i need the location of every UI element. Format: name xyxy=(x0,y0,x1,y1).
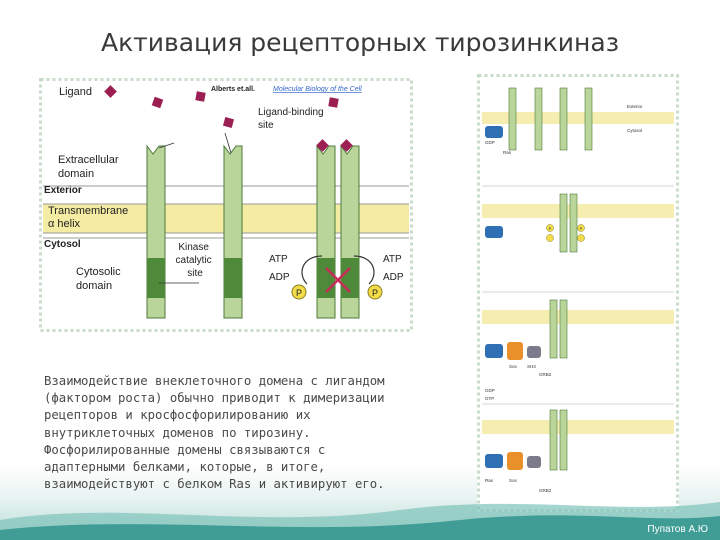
ligand-diamond xyxy=(328,97,338,107)
phosphate-label: P xyxy=(296,288,302,298)
slide-title: Активация рецепторных тирозинкиназ xyxy=(0,28,720,57)
cytosol-label: Cytosol xyxy=(627,128,642,133)
exterior-label: Exterior xyxy=(627,104,643,109)
phosphate-label: P xyxy=(372,288,378,298)
sos-label: Sos xyxy=(509,364,518,369)
cytosol-label: Cytosol xyxy=(44,239,81,250)
gdp-label: GDP xyxy=(485,388,495,393)
atp-label: ATP xyxy=(269,254,288,265)
credit-link[interactable]: Molecular Biology of the Cell xyxy=(273,86,362,93)
author-label: Пупатов А.Ю xyxy=(647,524,708,535)
gtp-label: GTP xyxy=(485,396,494,401)
phosphate-label: P xyxy=(580,226,583,231)
gdp-label: GDP xyxy=(485,140,495,145)
decorative-wave xyxy=(0,480,720,540)
atp-label: ATP xyxy=(383,254,402,265)
ligand-label: Ligand xyxy=(59,86,92,98)
phosphate-label: P xyxy=(549,226,552,231)
receptor-diagram: Ligand Alberts et.all. Molecular Biology… xyxy=(39,78,413,332)
grb2-label: GRB2 xyxy=(539,372,552,377)
sh3-label: SH3 xyxy=(527,364,536,369)
adp-label: ADP xyxy=(269,272,290,283)
ras-label: Ras xyxy=(503,150,512,155)
receptor-monomer xyxy=(147,146,165,318)
ras-activation-diagram: Exterior Cytosol GDP Ras P P Sos SH3 GRB… xyxy=(477,74,679,512)
credit-label: Alberts et.all. xyxy=(211,86,255,93)
adp-label: ADP xyxy=(383,272,404,283)
exterior-label: Exterior xyxy=(44,185,82,196)
body-text: Взаимодействие внеклеточного домена с ли… xyxy=(44,373,424,493)
receptor-monomer xyxy=(224,146,242,318)
ligand-diamond xyxy=(195,91,205,101)
